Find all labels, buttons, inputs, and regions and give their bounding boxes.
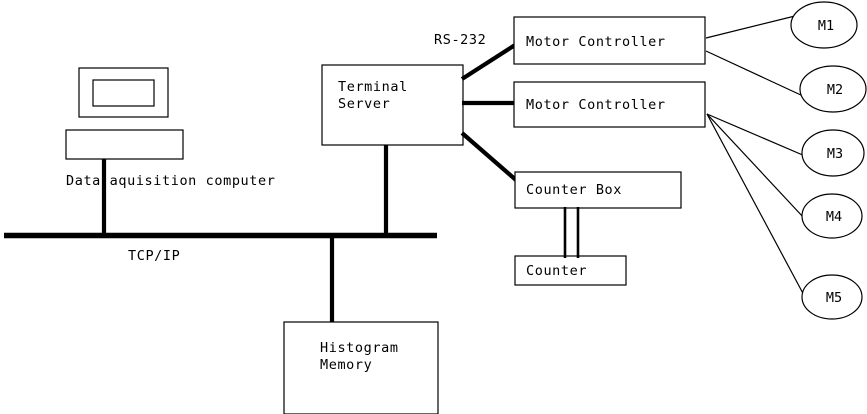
motor-controller-2-label: Motor Controller <box>526 97 666 113</box>
link-terminal-server-to-counter-box <box>460 131 518 182</box>
motor-m3-ellipse <box>801 129 865 177</box>
counter-box <box>514 255 627 286</box>
link-motor-controller-2-to-m3 <box>706 113 806 157</box>
rs232-label: RS-232 <box>434 32 486 48</box>
counter-box-label: Counter Box <box>526 182 622 198</box>
link-motor-controller-2-to-m5 <box>706 113 807 300</box>
motor-m5-label: M5 <box>826 290 842 306</box>
terminal-server-label-line1: Terminal <box>338 79 408 95</box>
motor-m1-ellipse <box>790 1 858 49</box>
motor-m4-ellipse <box>801 193 863 239</box>
counter-label: Counter <box>526 263 587 279</box>
motor-controller-1-box <box>513 16 706 65</box>
histogram-memory-label-line2: Memory <box>320 357 372 373</box>
terminal-server-label-line2: Server <box>338 96 390 112</box>
link-terminal-server-to-motor-controller-1 <box>460 43 517 81</box>
motor-m2-label: M2 <box>827 82 843 98</box>
motor-controller-2-box <box>513 81 706 128</box>
computer-screen-icon <box>92 79 155 107</box>
motor-m2-ellipse <box>799 65 867 113</box>
motor-m1-label: M1 <box>818 18 834 34</box>
tcpip-bus-label: TCP/IP <box>128 248 180 264</box>
link-motor-controller-1-to-m1 <box>705 15 796 39</box>
motor-m5-ellipse <box>801 274 863 320</box>
link-motor-controller-1-to-m2 <box>705 50 804 97</box>
counter-box-box <box>514 171 682 209</box>
motor-m3-label: M3 <box>827 146 843 162</box>
link-motor-controller-2-to-m4 <box>706 113 805 219</box>
motor-controller-1-label: Motor Controller <box>526 34 666 50</box>
motor-m4-label: M4 <box>826 209 842 225</box>
computer-base-icon <box>65 129 184 160</box>
computer-label: Data aquisition computer <box>66 173 275 189</box>
terminal-server-box <box>321 64 464 146</box>
histogram-memory-label-line1: Histogram <box>320 340 399 356</box>
histogram-memory-box <box>283 321 439 414</box>
